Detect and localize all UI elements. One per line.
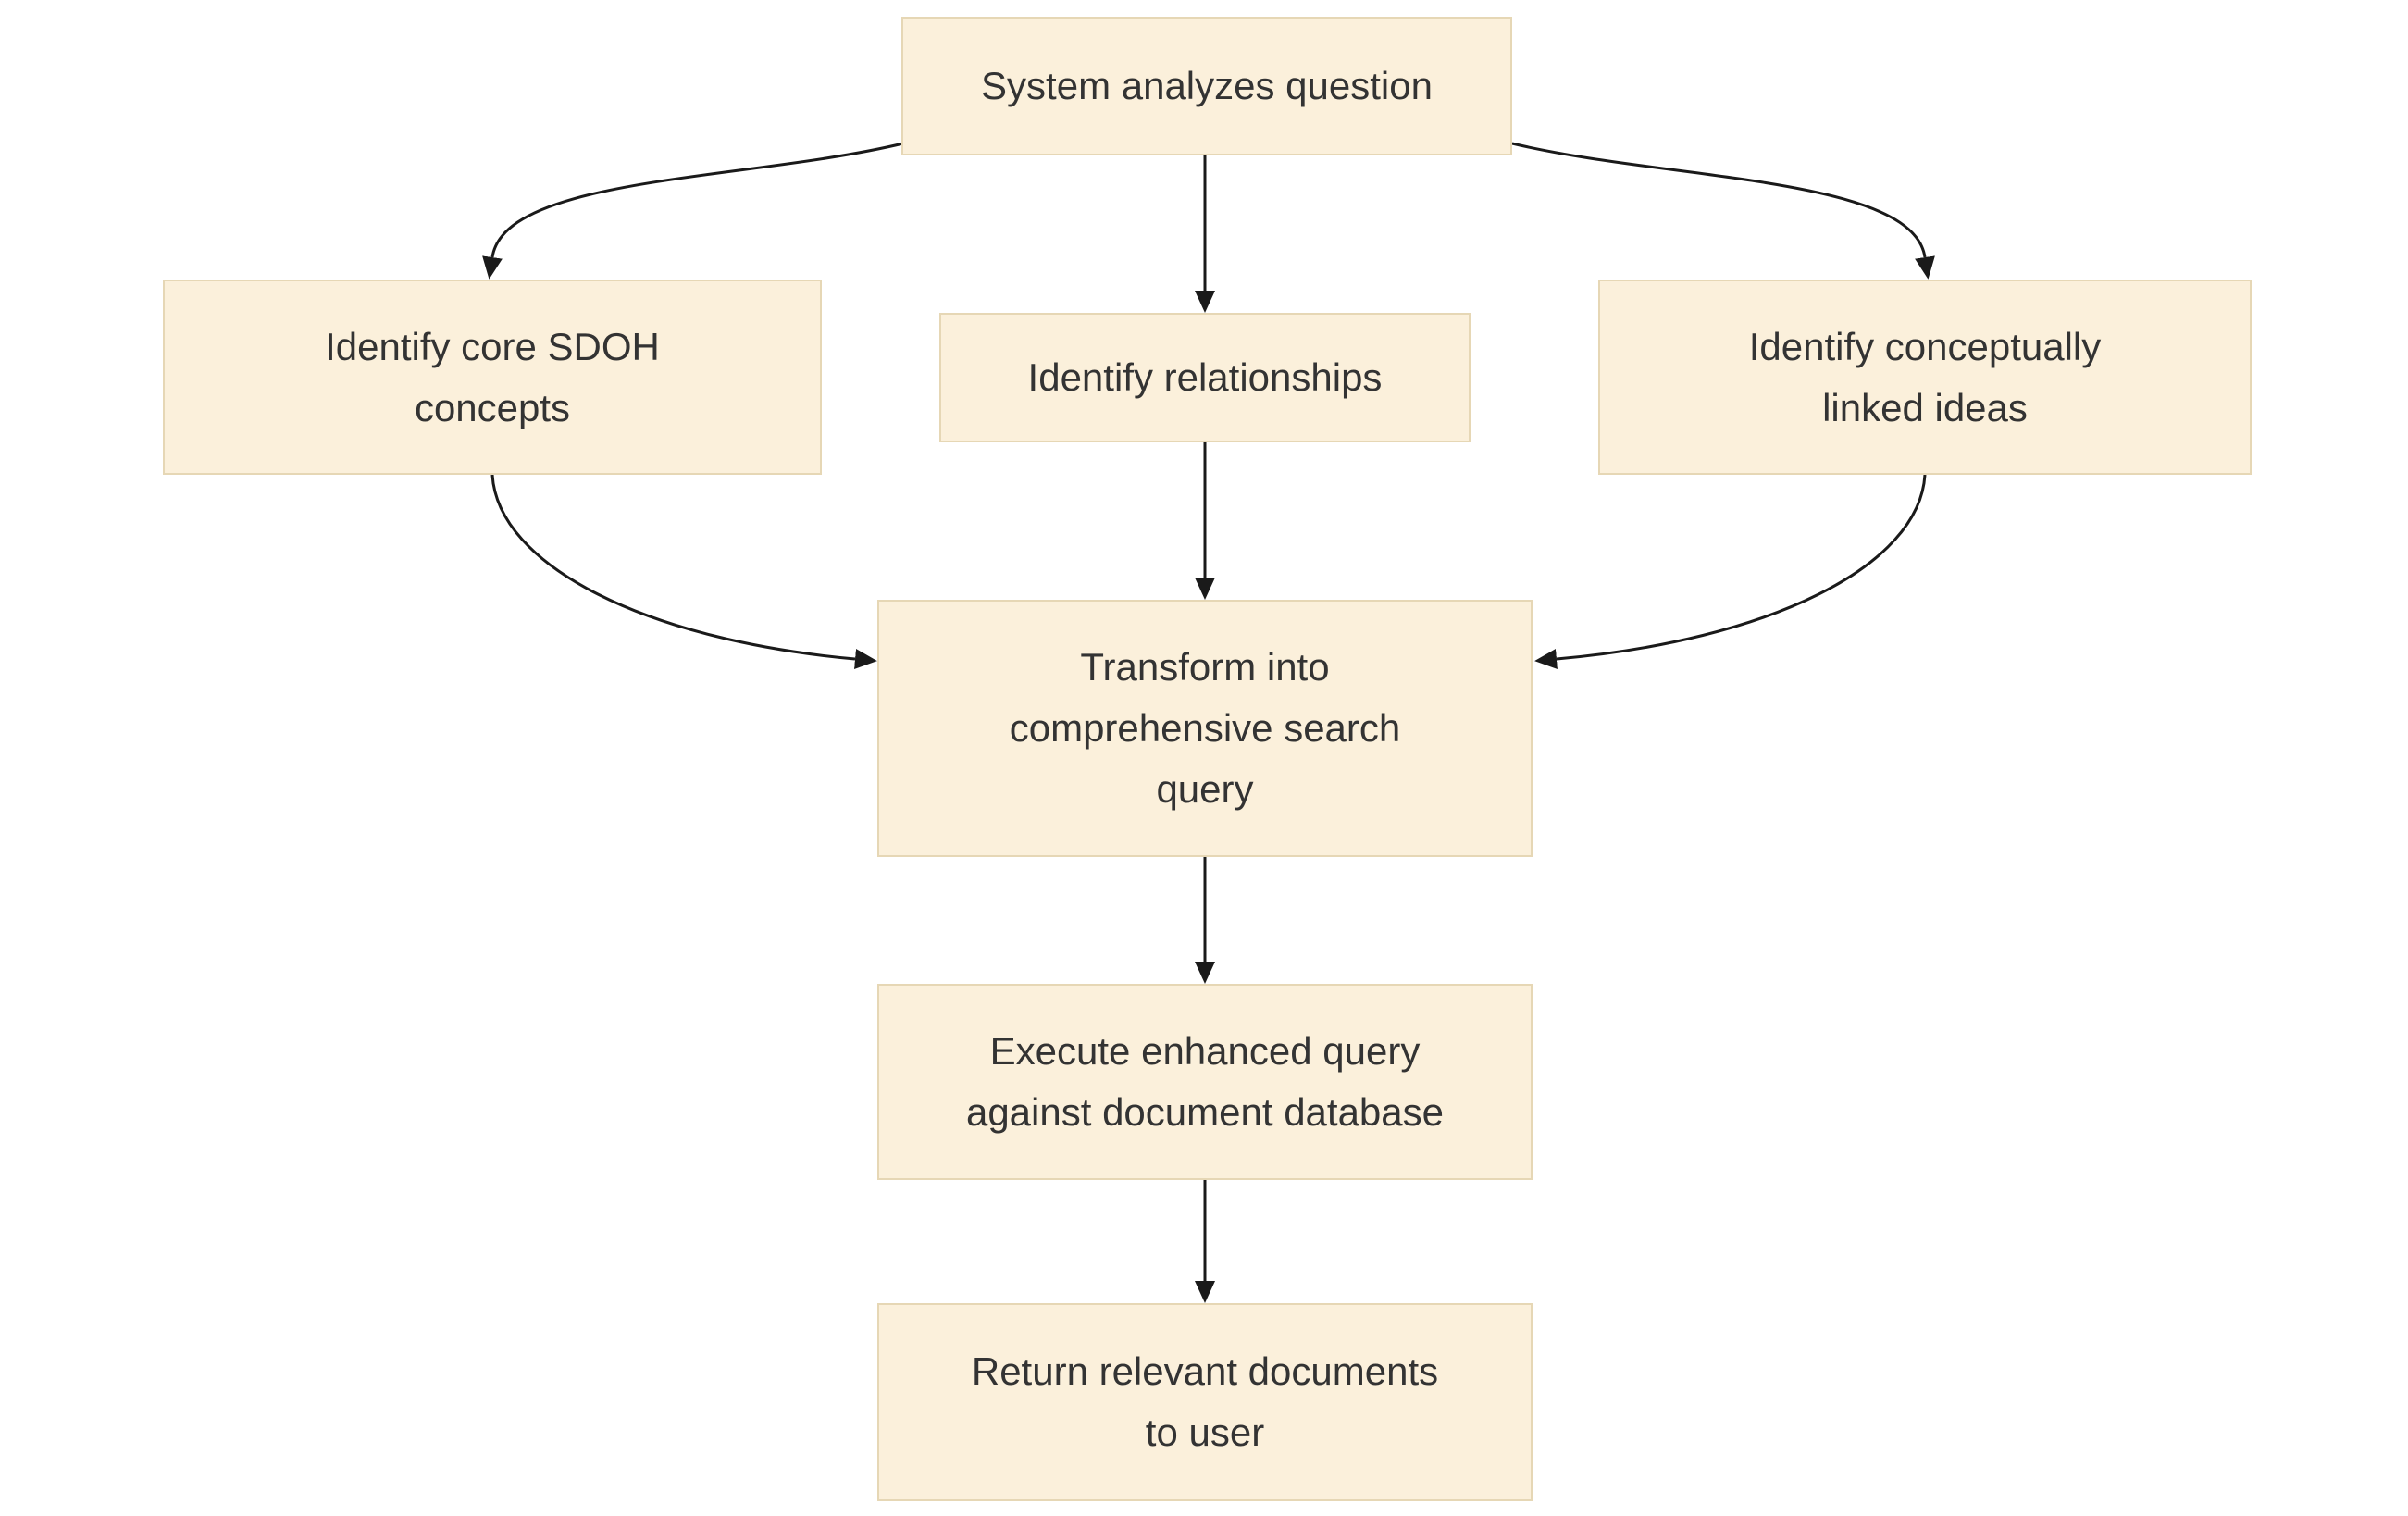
node-transform-into-search-query: Transform into comprehensive search quer… [877, 600, 1533, 857]
node-label: Execute enhanced query against document … [965, 1029, 1445, 1134]
node-label: Transform into comprehensive search quer… [1009, 645, 1401, 811]
edge-analyze-linked [1511, 142, 1935, 280]
node-label: Identify conceptually linked ideas [1748, 324, 2102, 429]
node-label: System analyzes question [981, 64, 1433, 107]
node-label: Identify relationships [1027, 355, 1383, 399]
node-identify-conceptually-linked-ideas: Identify conceptually linked ideas [1598, 280, 2252, 475]
node-execute-enhanced-query: Execute enhanced query against document … [877, 984, 1533, 1180]
edge-linked-transform [1534, 474, 1927, 669]
node-system-analyzes-question: System analyzes question [901, 17, 1512, 155]
node-label: Return relevant documents to user [971, 1349, 1439, 1454]
node-identify-relationships: Identify relationships [939, 313, 1471, 442]
node-identify-core-sdoh-concepts: Identify core SDOH concepts [163, 280, 822, 475]
node-return-relevant-documents: Return relevant documents to user [877, 1303, 1533, 1501]
edge-sdoh-transform [490, 474, 877, 669]
edge-analyze-sdoh [482, 142, 904, 280]
node-label: Identify core SDOH concepts [325, 324, 660, 429]
